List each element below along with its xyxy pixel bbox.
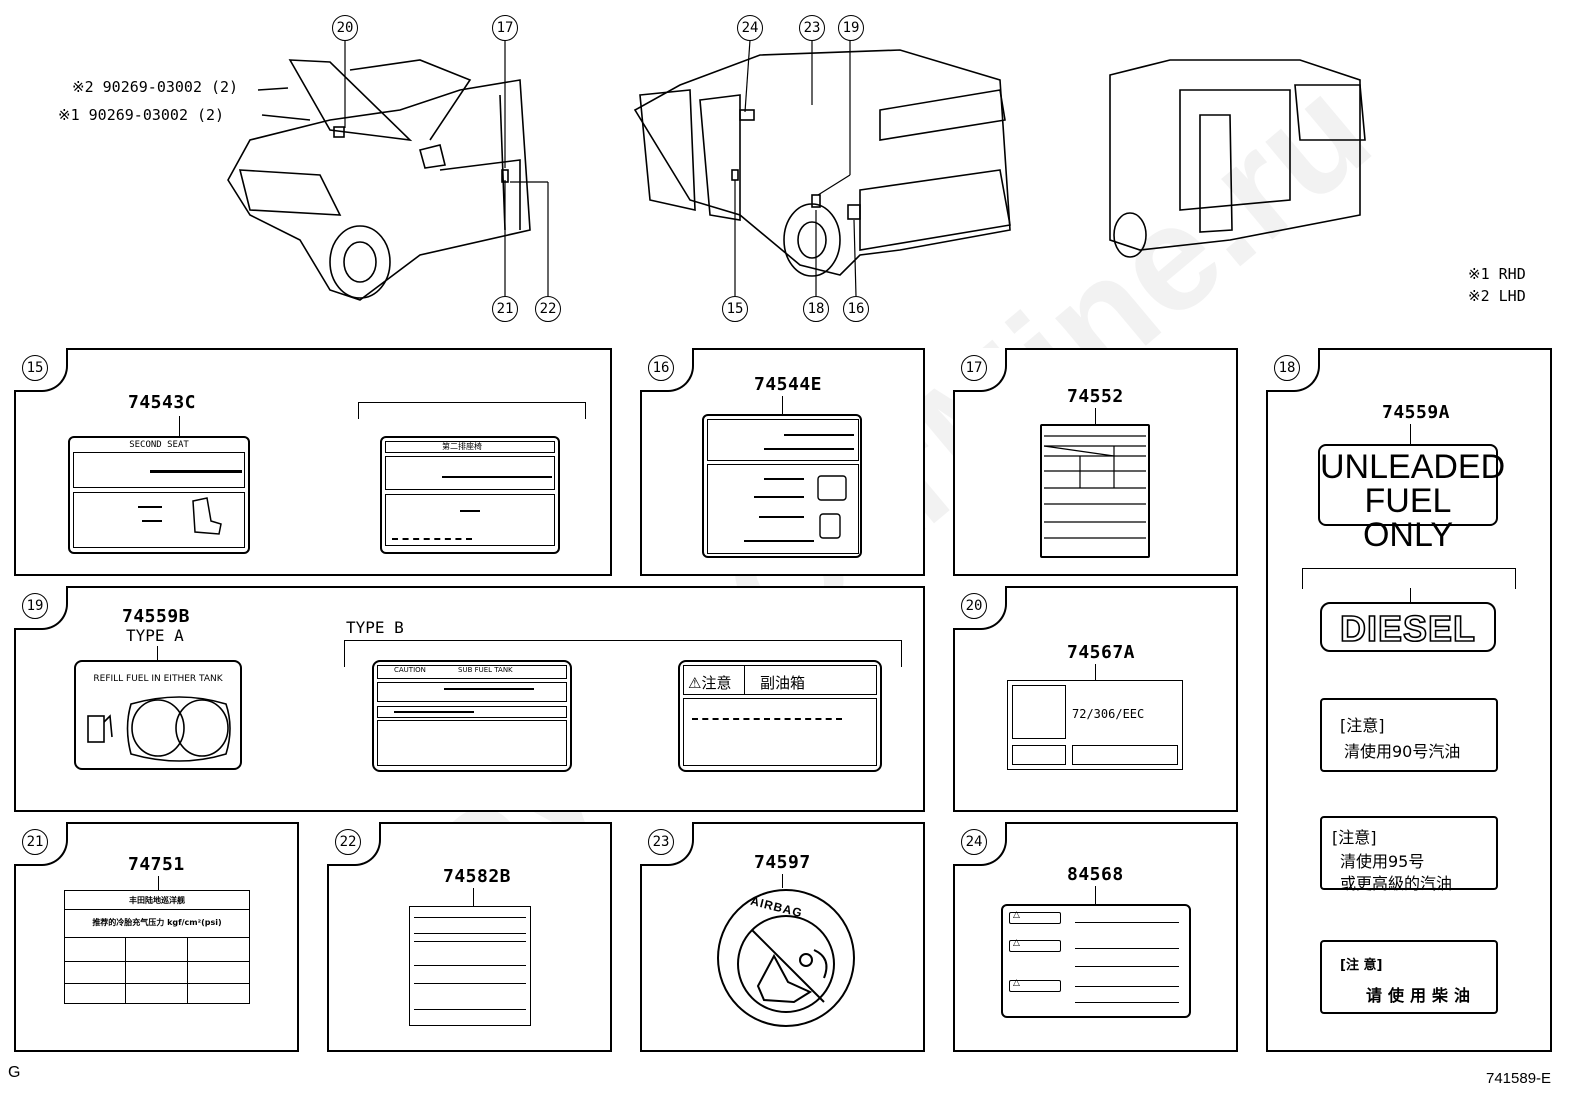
callout-21: 21 <box>492 296 518 322</box>
callout-19: 19 <box>838 15 864 41</box>
airbag-warning-icon <box>717 889 855 1027</box>
cn1-text: 清使用90号汽油 <box>1344 742 1461 761</box>
caution-label: △ △ △ <box>1001 904 1191 1018</box>
label-header: SECOND SEAT <box>129 440 189 450</box>
refill-text: REFILL FUEL IN EITHER TANK <box>93 674 223 684</box>
cn-diesel-label: [注 意] 请使用柴油 <box>1320 940 1498 1014</box>
unleaded-fuel-label: UNLEADED FUEL ONLY <box>1318 444 1506 552</box>
cn-sub-tank-text: 副油箱 <box>760 674 806 692</box>
callout-24: 24 <box>737 15 763 41</box>
type-a-label: TYPE A <box>126 626 184 645</box>
second-seat-label-cn: 第二排座椅 <box>380 436 560 554</box>
panel-number: 18 <box>1274 355 1300 381</box>
refill-fuel-label: REFILL FUEL IN EITHER TANK <box>74 660 242 770</box>
panel-number: 16 <box>648 355 674 381</box>
callout-23: 23 <box>799 15 825 41</box>
callout-15: 15 <box>722 296 748 322</box>
panel-19: 19 74559B TYPE A REFILL FUEL IN EITHER T… <box>14 586 925 812</box>
sub-tank-text: SUB FUEL TANK <box>458 666 513 674</box>
panel-23: 23 74597 AIRBAG <box>640 822 925 1052</box>
tire-subheader: 推荐的冷胎充气压力 kgf/cm²(psi) <box>92 918 222 927</box>
panel-number: 23 <box>648 829 674 855</box>
vehicle-illustrations: ※2 90269-03002 (2) ※1 90269-03002 (2) ※1… <box>0 0 1592 330</box>
warning-label <box>702 414 862 558</box>
legend-lhd: ※2 LHD <box>1468 287 1526 305</box>
cn2-text2: 或更高級的汽油 <box>1340 874 1453 893</box>
callout-22: 22 <box>535 296 561 322</box>
diesel-label: DIESEL <box>1320 602 1496 652</box>
panel-number: 20 <box>961 593 987 619</box>
callout-18: 18 <box>803 296 829 322</box>
part-number: 74751 <box>128 854 185 875</box>
fuel-tank-icon <box>87 696 231 762</box>
panel-number: 21 <box>22 829 48 855</box>
cn-caution-text: ⚠注意 <box>688 674 732 692</box>
part-number: 74552 <box>1067 386 1124 407</box>
diesel-text: DIESEL <box>1339 607 1477 650</box>
callout-17: 17 <box>492 15 518 41</box>
part-number: 74597 <box>754 852 811 873</box>
spec-label <box>1040 424 1150 558</box>
panel-22: 22 74582B <box>327 822 612 1052</box>
part-note-lhd: ※2 90269-03002 (2) <box>72 78 239 96</box>
eec-text: 72/306/EEC <box>1072 707 1145 721</box>
seat-diagram-icon <box>817 475 847 539</box>
panel-20: 20 74567A 72/306/EEC <box>953 586 1238 812</box>
label-header-cn: 第二排座椅 <box>442 442 482 451</box>
type-b-label: TYPE B <box>346 618 404 637</box>
callout-16: 16 <box>843 296 869 322</box>
sub-fuel-tank-label: CAUTION SUB FUEL TANK <box>372 660 572 772</box>
fuel-only-text: FUEL ONLY <box>1362 482 1454 554</box>
callout-20: 20 <box>332 15 358 41</box>
second-seat-label: SECOND SEAT <box>68 436 250 554</box>
eec-label: 72/306/EEC <box>1007 680 1183 770</box>
part-number: 74559A <box>1382 402 1451 423</box>
panel-24: 24 84568 △ △ △ <box>953 822 1238 1052</box>
part-number: 74567A <box>1067 642 1136 663</box>
figure-id: 741589-E <box>1486 1070 1552 1087</box>
panel-number: 19 <box>22 593 48 619</box>
warning-triangle-icon: △ <box>1013 938 1020 948</box>
part-number: 74544E <box>754 374 823 395</box>
cn-fuel-label-90: [注意] 清使用90号汽油 <box>1320 698 1498 772</box>
warning-triangle-icon: △ <box>1013 978 1020 988</box>
panel-number: 22 <box>335 829 361 855</box>
cn2-text1: 清使用95号 <box>1340 852 1425 871</box>
panel-number: 24 <box>961 829 987 855</box>
panel-18: 18 74559A UNLEADED FUEL ONLY DIESEL [注意]… <box>1266 348 1552 1052</box>
legend-rhd: ※1 RHD <box>1468 265 1526 283</box>
cn3-title: [注 意] <box>1340 958 1383 973</box>
seat-icon <box>192 497 222 535</box>
sub-fuel-tank-label-cn: ⚠注意 副油箱 <box>678 660 882 772</box>
plain-label <box>409 906 531 1026</box>
panel-17: 17 74552 <box>953 348 1238 576</box>
footer-left: G <box>8 1064 21 1081</box>
panel-15: 15 74543C SECOND SEAT 第二排座椅 <box>14 348 612 576</box>
warning-triangle-icon: △ <box>1013 910 1020 920</box>
part-number: 74582B <box>443 866 512 887</box>
tire-pressure-label: 丰田陆地巡洋舰 推荐的冷胎充气压力 kgf/cm²(psi) <box>64 890 250 1004</box>
part-number: 74559B <box>122 606 191 627</box>
part-note-rhd: ※1 90269-03002 (2) <box>58 106 225 124</box>
caution-text: CAUTION <box>394 666 426 674</box>
cn-fuel-label-95: [注意] 清使用95号 或更高級的汽油 <box>1320 816 1498 893</box>
panel-number: 15 <box>22 355 48 381</box>
tire-header: 丰田陆地巡洋舰 <box>129 896 185 905</box>
cn2-title: [注意] <box>1332 828 1377 847</box>
part-number: 74543C <box>128 392 197 413</box>
cn3-text: 请使用柴油 <box>1366 986 1477 1005</box>
panel-16: 16 74544E <box>640 348 925 576</box>
cn1-title: [注意] <box>1340 716 1385 735</box>
panel-number: 17 <box>961 355 987 381</box>
panel-21: 21 74751 丰田陆地巡洋舰 推荐的冷胎充气压力 kgf/cm²(psi) <box>14 822 299 1052</box>
unleaded-text: UNLEADED <box>1320 448 1506 486</box>
front-vehicle-drawing <box>227 39 1366 301</box>
part-number: 84568 <box>1067 864 1124 885</box>
